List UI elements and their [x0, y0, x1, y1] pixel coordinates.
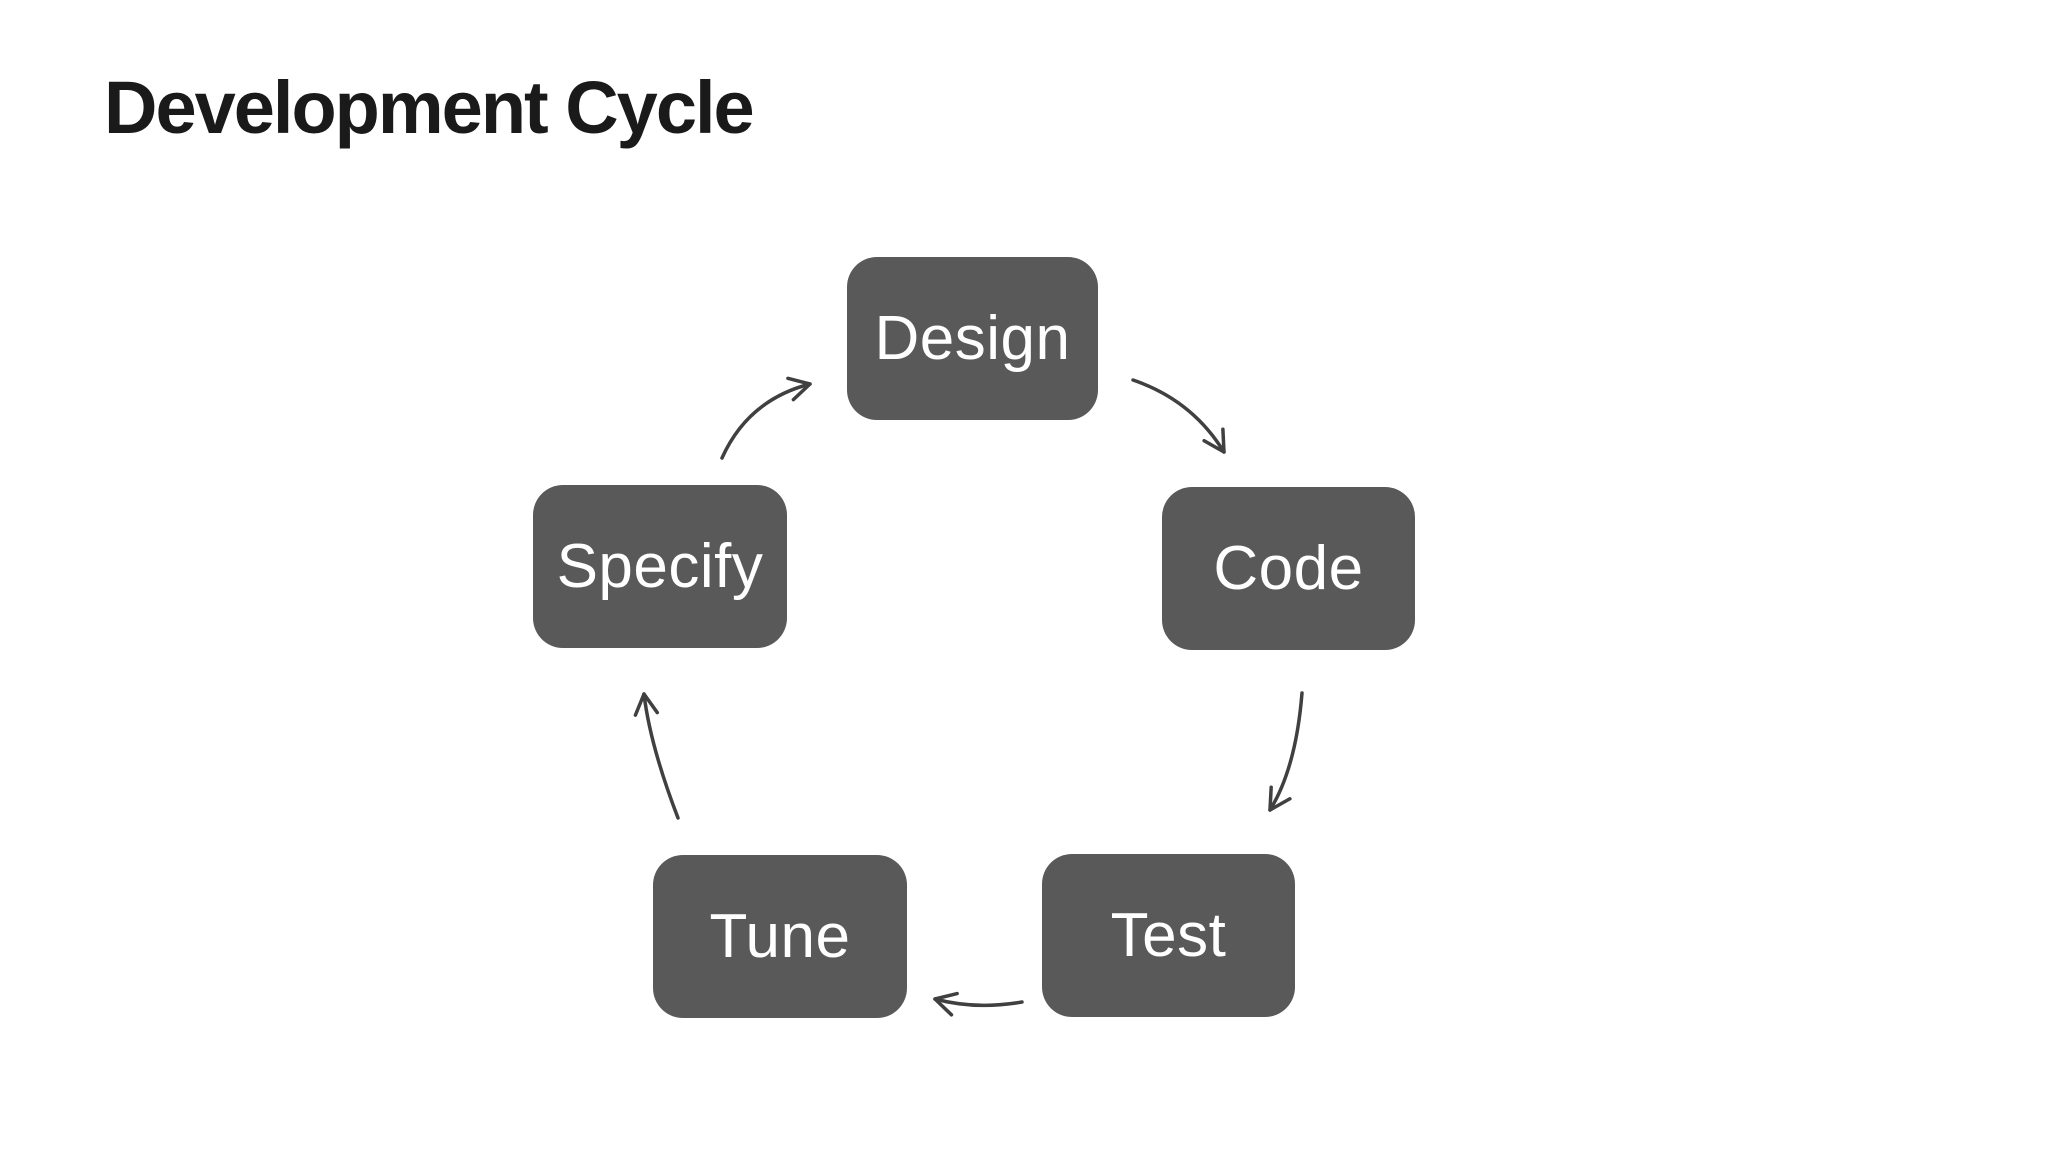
cycle-node-specify: Specify: [533, 485, 787, 648]
cycle-node-test: Test: [1042, 854, 1295, 1017]
arrow-tune-to-specify: [633, 692, 680, 820]
arrow-code-to-test: [1268, 691, 1304, 812]
slide-title: Development Cycle: [104, 66, 755, 149]
cycle-node-tune: Tune: [653, 855, 907, 1018]
cycle-node-design: Design: [847, 257, 1098, 420]
cycle-node-code: Code: [1162, 487, 1415, 650]
arrow-test-to-tune: [933, 991, 1024, 1017]
arrow-specify-to-design: [720, 376, 812, 460]
arrow-design-to-code: [1131, 378, 1226, 454]
